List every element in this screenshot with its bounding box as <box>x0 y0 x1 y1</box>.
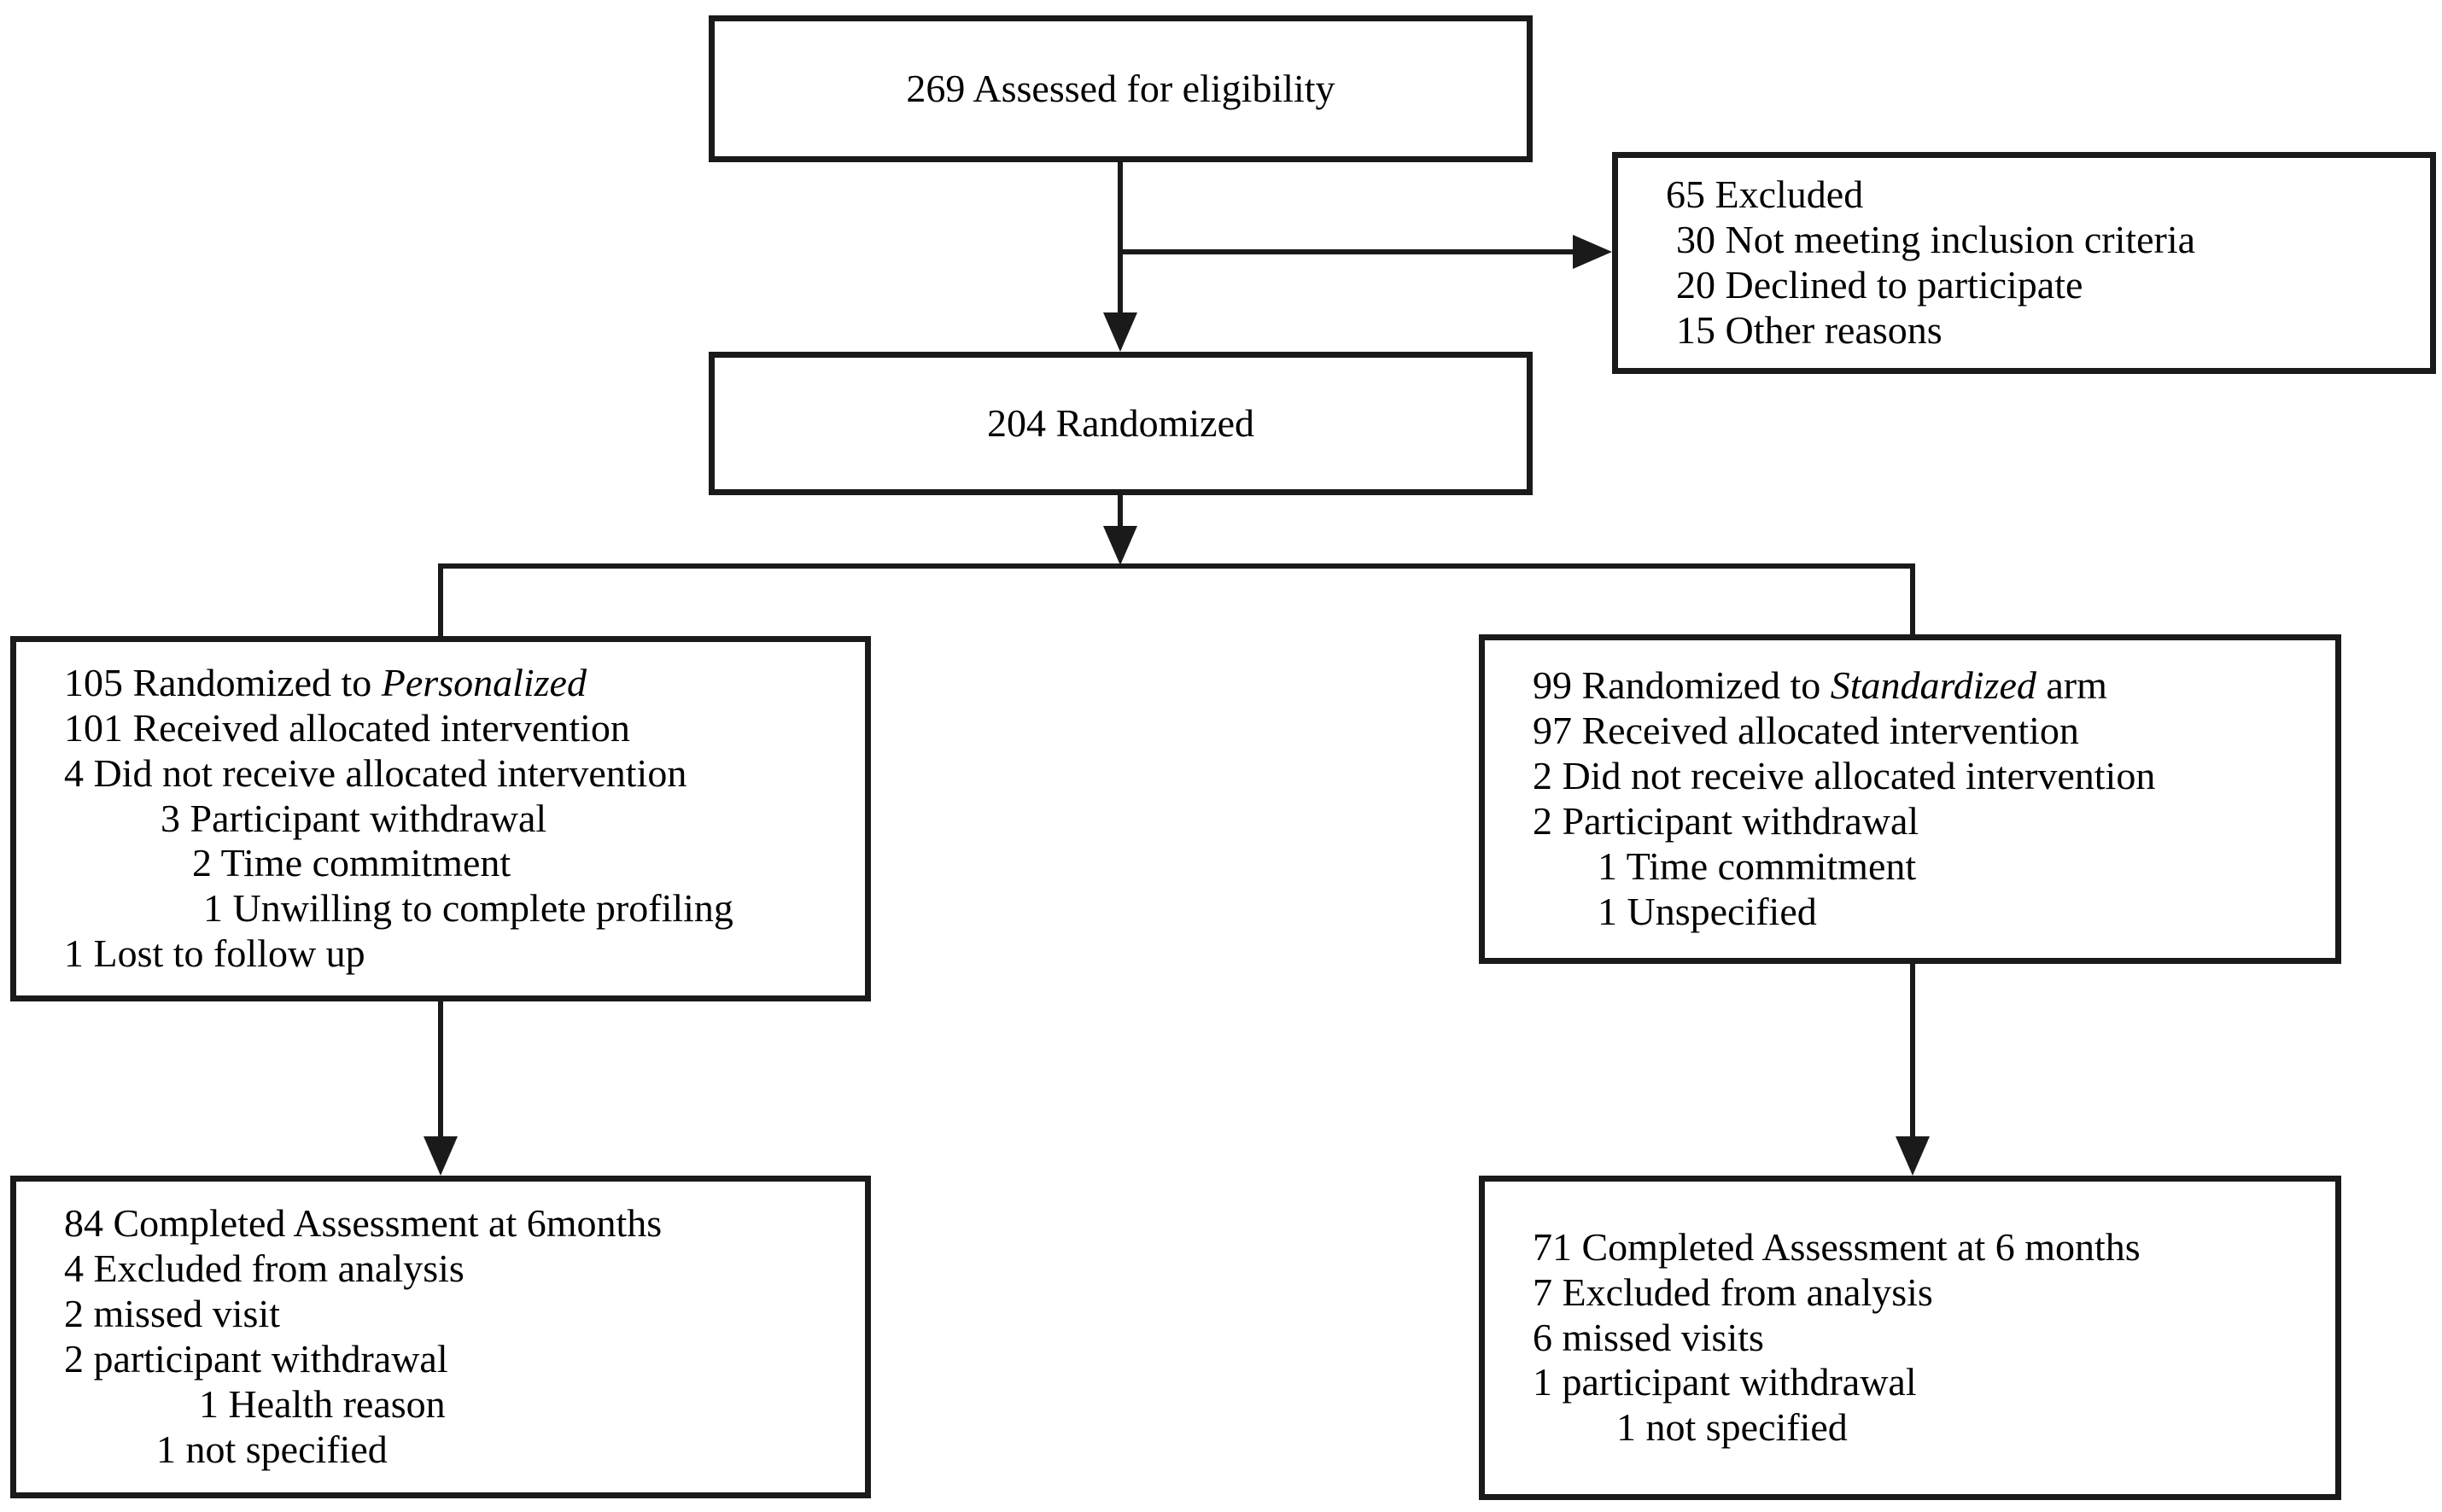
text-segment: 1 Unwilling to complete profiling <box>203 886 733 931</box>
box-text-line: 101 Received allocated intervention <box>64 706 630 751</box>
connector-personalized-to-completed <box>438 1001 443 1140</box>
connector-split-line <box>438 563 1915 569</box>
box-text-line: 7 Excluded from analysis <box>1533 1270 1933 1316</box>
text-segment: 1 Time commitment <box>1598 844 1917 888</box>
box-text-line: 99 Randomized to Standardized arm <box>1533 663 2107 709</box>
text-segment: 2 Time commitment <box>192 841 511 885</box>
text-segment: 20 Declined to participate <box>1676 263 2083 306</box>
text-segment: 97 Received allocated intervention <box>1533 709 2079 753</box>
box-text-line: 1 Unwilling to complete profiling <box>64 886 733 931</box>
text-segment: 1 not specified <box>156 1427 388 1471</box>
box-text-line: 30 Not meeting inclusion criteria <box>1666 218 2195 263</box>
box-text-line: 6 missed visits <box>1533 1316 1764 1361</box>
box-text-line: 2 Participant withdrawal <box>1533 799 1919 844</box>
box-text-line: 269 Assessed for eligibility <box>906 67 1335 112</box>
box-assessed-for-eligibility: 269 Assessed for eligibility <box>709 15 1533 162</box>
text-segment: 1 not specified <box>1616 1405 1848 1450</box>
text-segment: 1 Lost to follow up <box>64 931 365 976</box>
connector-split-to-personalized <box>438 563 443 636</box>
text-segment: 1 Health reason <box>199 1381 446 1426</box>
text-segment: 101 Received allocated intervention <box>64 705 630 750</box>
text-segment: 2 Did not receive allocated intervention <box>1533 754 2156 798</box>
box-text-line: 2 Did not receive allocated intervention <box>1533 754 2155 799</box>
box-text-line: 4 Did not receive allocated intervention <box>64 751 686 797</box>
box-text-line: 2 Time commitment <box>64 841 511 886</box>
connector-split-to-standardized <box>1910 563 1915 634</box>
box-text-line: 1 Health reason <box>64 1382 446 1427</box>
text-segment: 99 Randomized to <box>1533 663 1831 708</box>
box-text-line: 2 missed visit <box>64 1292 280 1337</box>
text-segment: 269 Assessed for eligibility <box>906 66 1335 110</box>
text-segment: 84 Completed Assessment at 6months <box>64 1201 663 1246</box>
connector-randomized-to-split <box>1118 495 1123 529</box>
box-text-line: 15 Other reasons <box>1666 308 1942 353</box>
box-text-line: 1 not specified <box>64 1427 388 1473</box>
box-text-line: 204 Randomized <box>987 401 1254 447</box>
arrow-down-icon <box>1103 312 1137 352</box>
text-segment: 2 Participant withdrawal <box>1533 799 1919 843</box>
box-randomized: 204 Randomized <box>709 352 1533 495</box>
text-segment: 4 Did not receive allocated intervention <box>64 750 687 795</box>
text-segment: arm <box>2036 663 2107 708</box>
box-text-line: 1 Time commitment <box>1533 844 1916 890</box>
box-text-line: 2 participant withdrawal <box>64 1337 448 1382</box>
text-segment: 71 Completed Assessment at 6 months <box>1533 1224 2141 1269</box>
box-text-line: 71 Completed Assessment at 6 months <box>1533 1225 2141 1270</box>
connector-branch-to-excluded <box>1120 249 1574 254</box>
box-text-line: 1 participant withdrawal <box>1533 1360 1917 1405</box>
box-text-line: 84 Completed Assessment at 6months <box>64 1201 662 1246</box>
box-text-line: 105 Randomized to Personalized <box>64 661 587 706</box>
text-segment: 3 Participant withdrawal <box>161 796 547 840</box>
box-text-line: 65 Excluded <box>1666 172 1863 218</box>
text-segment: 6 missed visits <box>1533 1315 1764 1359</box>
box-text-line: 1 Unspecified <box>1533 890 1817 935</box>
emphasized-text: Personalized <box>381 660 587 704</box>
text-segment: 1 Unspecified <box>1598 889 1817 933</box>
connector-eligibility-to-randomized <box>1118 162 1123 316</box>
text-segment: 7 Excluded from analysis <box>1533 1270 1933 1314</box>
box-text-line: 1 Lost to follow up <box>64 931 365 977</box>
text-segment: 2 missed visit <box>64 1292 281 1336</box>
emphasized-text: Standardized <box>1830 663 2036 708</box>
box-text-line: 3 Participant withdrawal <box>64 797 546 842</box>
text-segment: 2 participant withdrawal <box>64 1337 448 1381</box>
arrow-down-icon <box>424 1136 458 1176</box>
connector-standardized-to-completed <box>1910 964 1915 1140</box>
text-segment: 65 Excluded <box>1666 172 1864 217</box>
text-segment: 1 participant withdrawal <box>1533 1360 1917 1404</box>
box-text-line: 20 Declined to participate <box>1666 263 2083 308</box>
text-segment: 15 Other reasons <box>1676 307 1942 352</box>
box-text-line: 4 Excluded from analysis <box>64 1246 464 1292</box>
arrow-right-icon <box>1573 235 1612 269</box>
box-text-line: 97 Received allocated intervention <box>1533 709 2079 754</box>
text-segment: 4 Excluded from analysis <box>64 1246 464 1291</box>
arrow-down-icon <box>1896 1136 1930 1176</box>
box-text-line: 1 not specified <box>1533 1405 1848 1451</box>
text-segment: 30 Not meeting inclusion criteria <box>1676 218 2196 262</box>
text-segment: 105 Randomized to <box>64 660 382 704</box>
text-segment: 204 Randomized <box>987 400 1254 445</box>
arrow-down-icon <box>1103 526 1137 565</box>
